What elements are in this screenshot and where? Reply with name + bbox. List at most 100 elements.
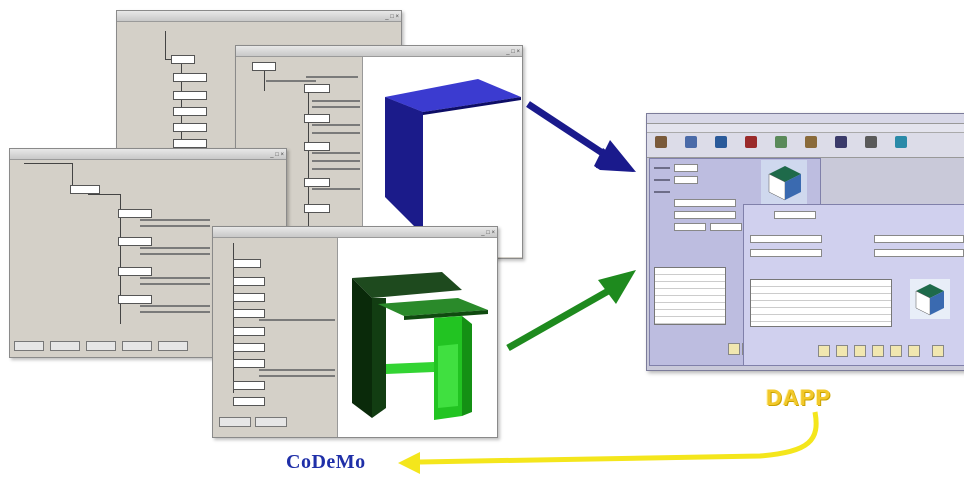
form-field[interactable] — [674, 211, 736, 219]
tree-leaf-line — [312, 152, 360, 154]
tree-node[interactable] — [233, 309, 265, 318]
tree-node[interactable] — [173, 73, 207, 82]
tree-node[interactable] — [173, 123, 207, 132]
panel-button[interactable] — [932, 345, 944, 357]
tree-node[interactable] — [233, 327, 265, 336]
tree-window-blue-model: _ □ × — [235, 45, 523, 259]
detail-field[interactable] — [750, 235, 822, 243]
tree-leaf-line — [259, 319, 335, 321]
tree-node[interactable] — [233, 381, 265, 390]
tree-leaf-line — [312, 132, 360, 134]
toolbar-icon[interactable] — [835, 136, 847, 148]
detail-field[interactable] — [874, 235, 964, 243]
toolbar-icon[interactable] — [685, 136, 697, 148]
panel-button[interactable] — [818, 345, 830, 357]
panel-button[interactable] — [836, 345, 848, 357]
tree-node[interactable] — [233, 359, 265, 368]
form-field[interactable] — [674, 223, 706, 231]
components-table[interactable] — [750, 279, 892, 327]
parts-table[interactable] — [654, 267, 726, 325]
tree-node[interactable] — [233, 293, 265, 302]
window-titlebar: _ □ × — [236, 46, 522, 57]
bottom-button[interactable] — [158, 341, 188, 351]
tree-node[interactable] — [118, 237, 152, 246]
form-label — [654, 191, 670, 193]
bottom-button[interactable] — [14, 341, 44, 351]
window-titlebar: _ □ × — [213, 227, 497, 238]
tree-leaf-line — [312, 168, 360, 170]
window-controls[interactable]: _ □ × — [506, 49, 520, 55]
tree-node[interactable] — [118, 295, 152, 304]
3d-viewport[interactable] — [337, 238, 497, 437]
tree-node[interactable] — [118, 267, 152, 276]
dapp-application-window — [646, 113, 964, 371]
tree-leaf-line — [140, 225, 210, 227]
detail-field[interactable] — [750, 249, 822, 257]
3d-viewport[interactable] — [362, 57, 522, 257]
toolbar-icon[interactable] — [715, 136, 727, 148]
detail-field[interactable] — [874, 249, 964, 257]
form-field[interactable] — [710, 223, 742, 231]
detail-field[interactable] — [774, 211, 816, 219]
tree-window-green-model: _ □ × — [212, 226, 498, 438]
toolbar-icon[interactable] — [895, 136, 907, 148]
form-field[interactable] — [674, 199, 736, 207]
bottom-button[interactable] — [86, 341, 116, 351]
tree-node[interactable] — [233, 343, 265, 352]
tree-connector — [24, 163, 72, 164]
tree-node[interactable] — [118, 209, 152, 218]
tree-node[interactable] — [304, 142, 330, 151]
window-titlebar: _ □ × — [10, 149, 286, 160]
tree-leaf-line — [140, 305, 210, 307]
window-controls[interactable]: _ □ × — [385, 14, 399, 20]
tree-node[interactable] — [171, 55, 195, 64]
bottom-button[interactable] — [219, 417, 251, 427]
dapp-detail-panel — [743, 204, 964, 366]
tree-node[interactable] — [173, 139, 207, 148]
tree-node[interactable] — [233, 397, 265, 406]
tree-node[interactable] — [173, 107, 207, 116]
toolbar-icon[interactable] — [805, 136, 817, 148]
bottom-button[interactable] — [122, 341, 152, 351]
cabinet-3d-icon — [761, 160, 807, 204]
dapp-menubar[interactable] — [647, 124, 964, 133]
codemo-label: CoDeMo — [286, 451, 366, 473]
tree-leaf-line — [140, 311, 210, 313]
tree-connector — [181, 64, 182, 144]
toolbar-icon[interactable] — [655, 136, 667, 148]
cabinet-3d-icon — [910, 279, 950, 319]
toolbar-icon[interactable] — [745, 136, 757, 148]
toolbar-icon[interactable] — [775, 136, 787, 148]
tree-leaf-line — [140, 219, 210, 221]
dapp-label: DAPP — [766, 385, 832, 410]
tree-node[interactable] — [70, 185, 100, 194]
form-label — [654, 179, 670, 181]
panel-button[interactable] — [872, 345, 884, 357]
tree-node[interactable] — [304, 178, 330, 187]
form-label — [654, 167, 670, 169]
bottom-button[interactable] — [50, 341, 80, 351]
tree-node[interactable] — [304, 204, 330, 213]
panel-button[interactable] — [908, 345, 920, 357]
tree-leaf-line — [306, 76, 358, 78]
tree-leaf-line — [140, 277, 210, 279]
panel-button[interactable] — [728, 343, 740, 355]
bottom-button[interactable] — [255, 417, 287, 427]
form-field[interactable] — [674, 164, 698, 172]
tree-connector — [165, 59, 173, 60]
tree-leaf-line — [312, 160, 360, 162]
form-field[interactable] — [674, 176, 698, 184]
window-controls[interactable]: _ □ × — [481, 230, 495, 236]
window-controls[interactable]: _ □ × — [270, 152, 284, 158]
panel-button[interactable] — [854, 345, 866, 357]
tree-node[interactable] — [173, 91, 207, 100]
toolbar-icon[interactable] — [865, 136, 877, 148]
tree-node[interactable] — [304, 84, 330, 93]
tree-leaf-line — [259, 369, 335, 371]
tree-node[interactable] — [252, 62, 276, 71]
panel-button[interactable] — [890, 345, 902, 357]
tree-connector — [88, 194, 120, 195]
tree-node[interactable] — [304, 114, 330, 123]
tree-node[interactable] — [233, 277, 265, 286]
tree-node[interactable] — [233, 259, 261, 268]
